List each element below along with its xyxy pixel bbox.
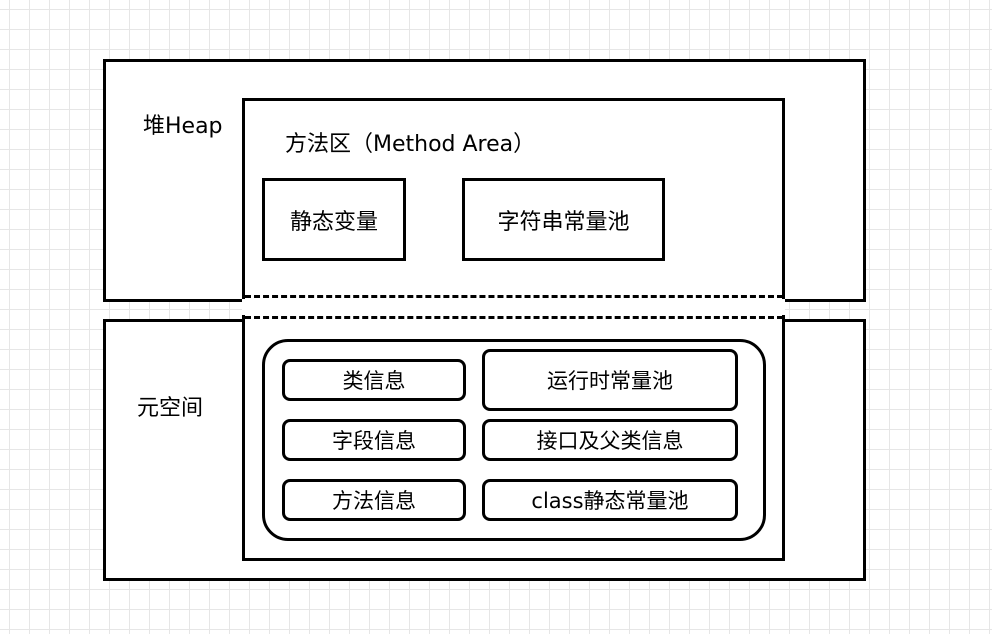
method-info-label: 方法信息 — [332, 489, 416, 513]
static-variables-box: 静态变量 — [262, 178, 406, 261]
runtime-constant-pool-label: 运行时常量池 — [547, 369, 673, 393]
class-static-constant-pool-label: class静态常量池 — [531, 489, 689, 513]
runtime-constant-pool-box: 运行时常量池 — [482, 349, 738, 411]
string-constant-pool-label: 字符串常量池 — [497, 209, 630, 235]
static-variables-label: 静态变量 — [289, 209, 378, 235]
field-info-box: 字段信息 — [282, 419, 466, 461]
class-static-constant-pool-box: class静态常量池 — [482, 479, 738, 521]
metaspace-label: 元空间 — [137, 396, 204, 421]
dashed-divider-top — [245, 295, 783, 298]
divider-gap-right — [780, 299, 785, 315]
interface-parent-info-box: 接口及父类信息 — [482, 419, 738, 461]
method-area-title: 方法区（Method Area） — [285, 132, 536, 157]
field-info-label: 字段信息 — [332, 429, 416, 453]
class-info-label: 类信息 — [342, 369, 406, 393]
method-info-box: 方法信息 — [282, 479, 466, 521]
divider-gap — [242, 299, 247, 315]
class-info-box: 类信息 — [282, 359, 466, 401]
heap-label: 堆Heap — [143, 114, 223, 139]
dashed-divider-bottom — [245, 316, 783, 319]
string-constant-pool-box: 字符串常量池 — [462, 178, 665, 261]
interface-parent-info-label: 接口及父类信息 — [536, 429, 684, 453]
